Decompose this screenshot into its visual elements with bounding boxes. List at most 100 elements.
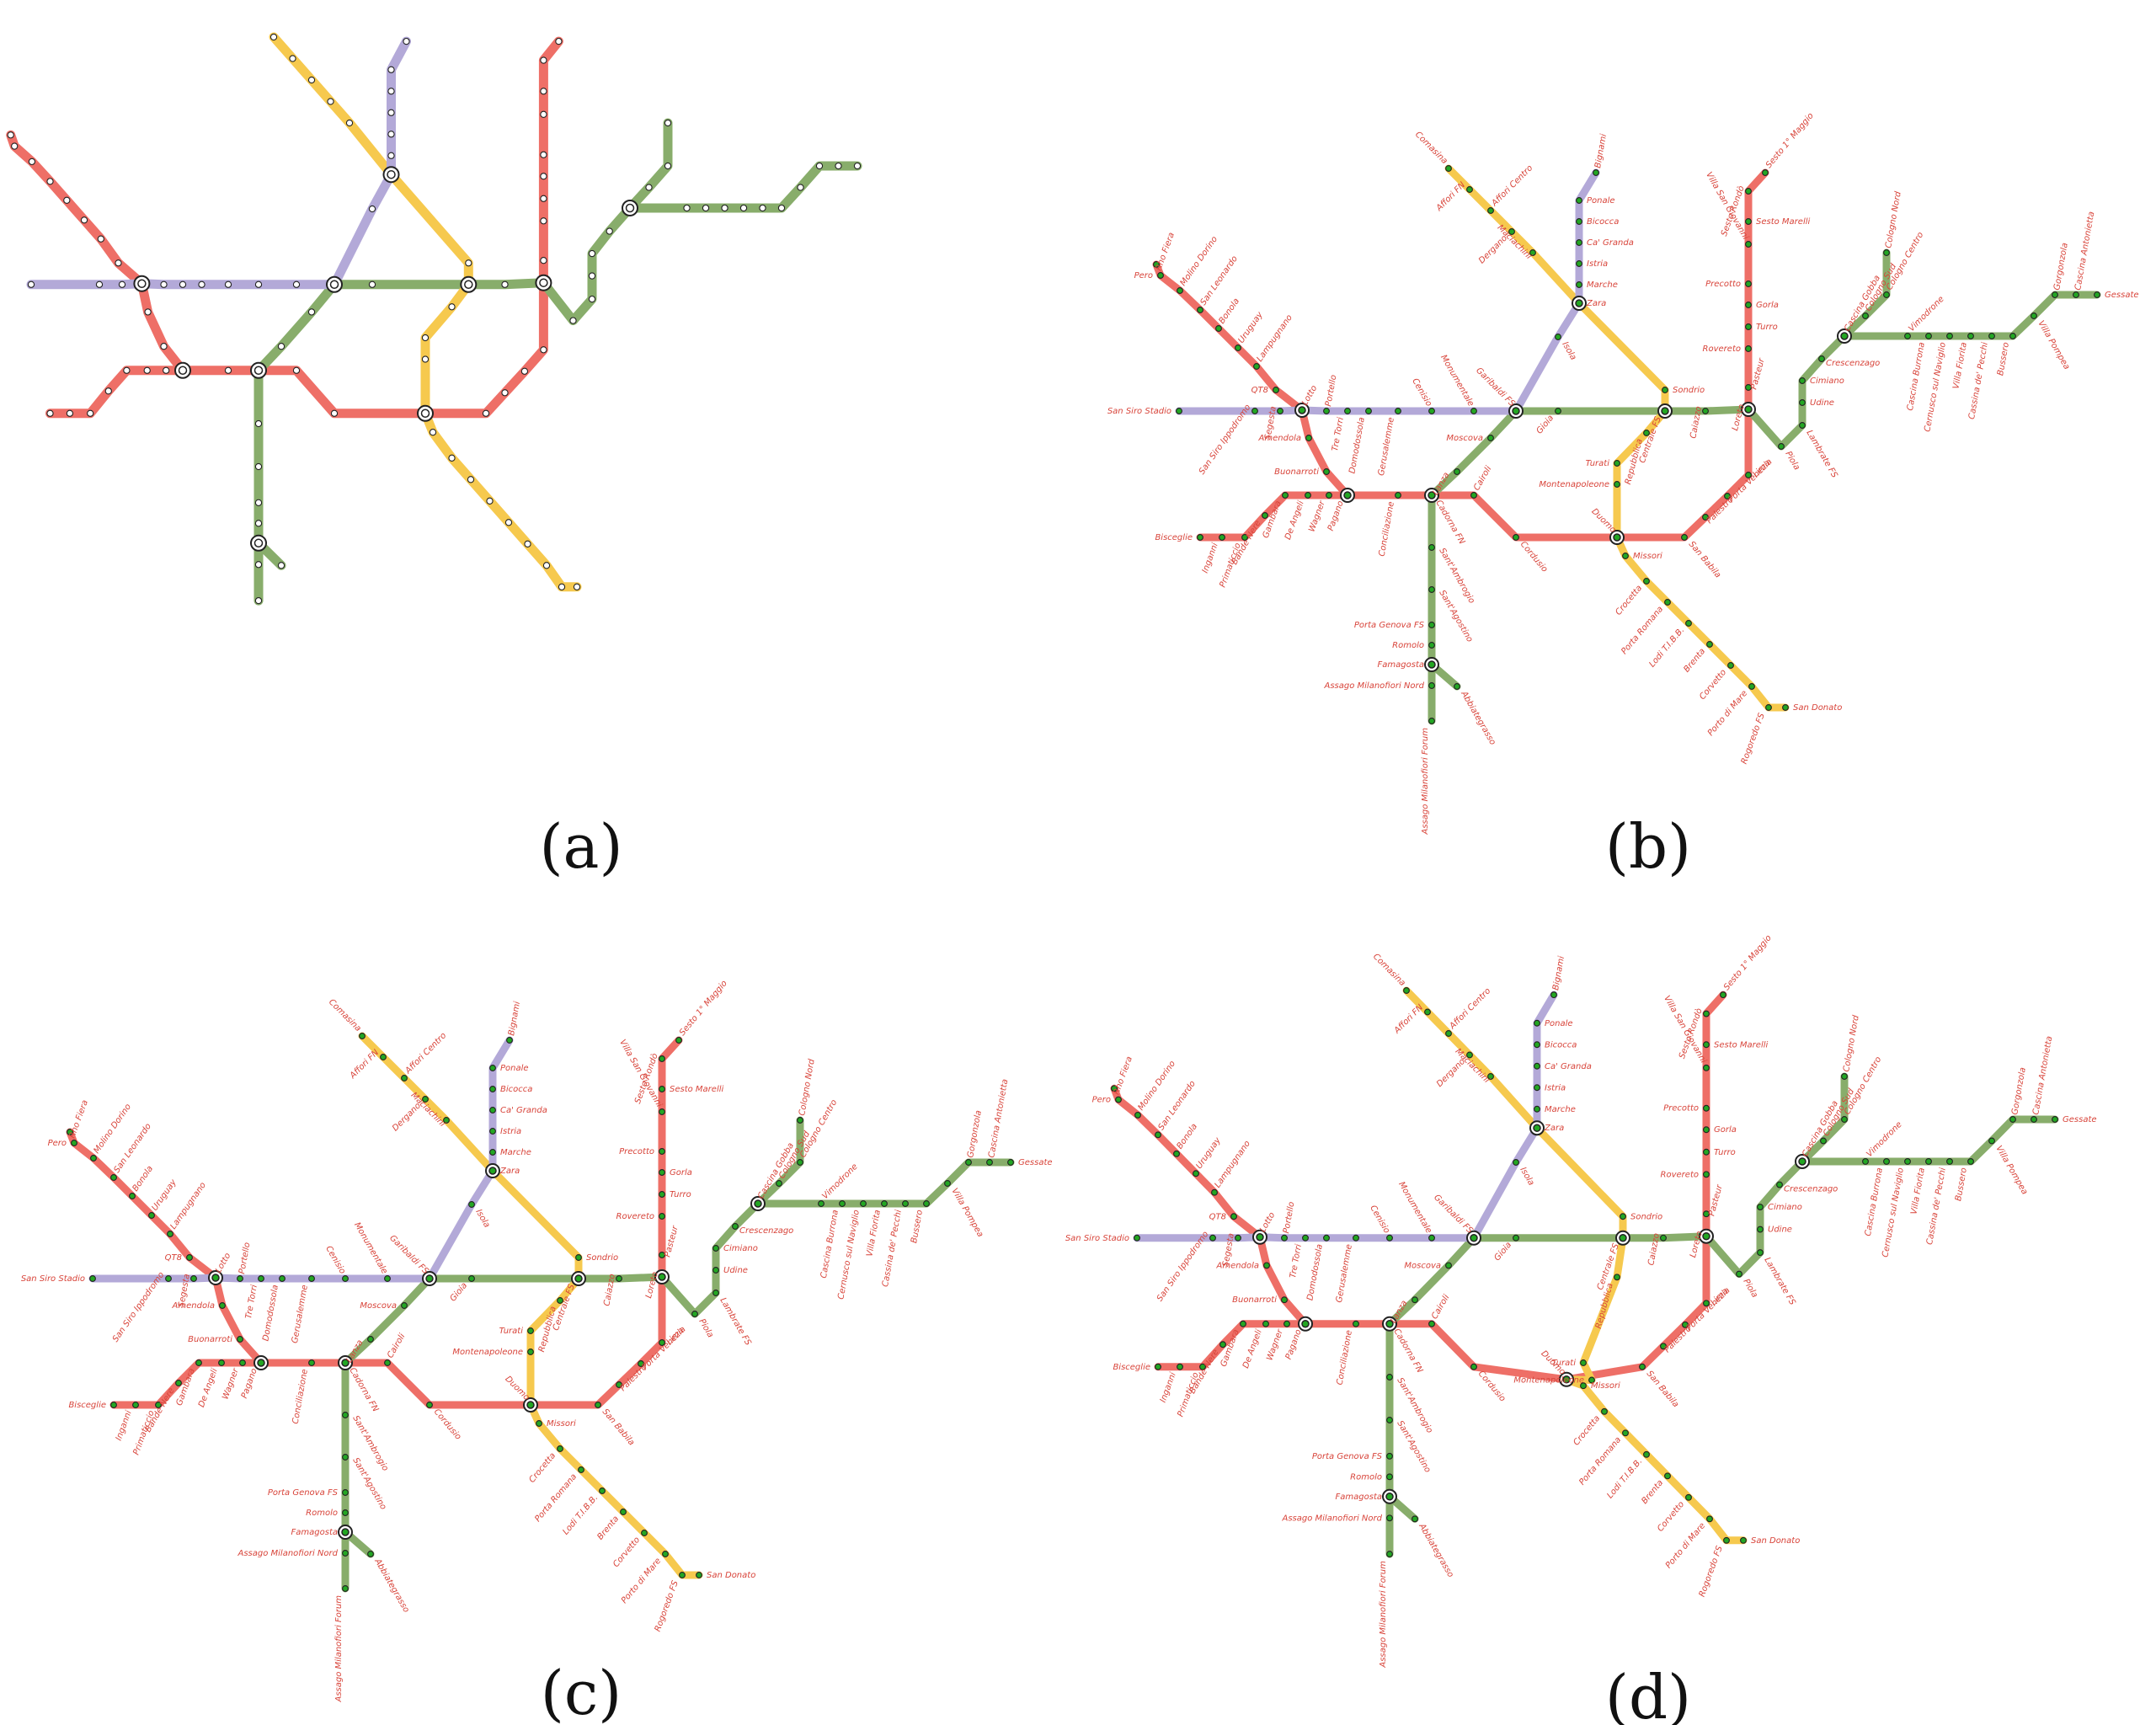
panel-b-station-cologno-sud: [1862, 312, 1869, 319]
panel-d-station-repubblica: [1614, 1274, 1620, 1281]
panel-d-station-caiazzo: [1660, 1234, 1667, 1242]
panel-a-station-lampugnano: [97, 235, 104, 243]
panel-c-station-lampugnano: [167, 1231, 173, 1237]
panel-d-station-cimiano: [1757, 1204, 1764, 1210]
panel-b-label-turati: Turati: [1586, 459, 1610, 468]
panel-b-station-porta-genova-fs: [1428, 622, 1435, 628]
panel-d-label-affori-fn: Affori FN: [1392, 1002, 1426, 1036]
panel-d-station-comasina: [1403, 987, 1410, 994]
panel-b-label-conciliazione: Conciliazione: [1378, 501, 1396, 558]
panel-a-station-bisceglie: [46, 409, 54, 417]
panel-c-station-porto-di-mare: [662, 1551, 669, 1557]
panel-b-station-porta-venezia: [1724, 493, 1731, 499]
panel-a-station-buonarroti: [160, 343, 168, 350]
panel-c-label-lotto: Lotto: [214, 1252, 232, 1275]
panel-a-station-cologno-centro: [664, 162, 672, 170]
panel-d-station-brenta: [1664, 1472, 1671, 1480]
panel-c-station-ca-granda: [489, 1107, 496, 1114]
panel-c-station-comasina: [359, 1033, 366, 1039]
panel-c-label-san-donato: San Donato: [707, 1571, 755, 1580]
panel-d-station-segesta: [1235, 1234, 1241, 1242]
panel-a-line-m3: [269, 32, 582, 592]
panel-b-label-vimodrone: Vimodrone: [1907, 295, 1945, 334]
panel-c-label-ponale: Ponale: [500, 1064, 529, 1073]
panel-b-station-comasina: [1445, 165, 1452, 172]
panel-c-station-missori: [536, 1420, 542, 1427]
panel-d-interchange-core-garibaldi-fs: [1470, 1234, 1478, 1242]
panel-d-station-villa-pompea: [1988, 1137, 1995, 1145]
panel-d-station-gambara: [1240, 1320, 1246, 1327]
panel-b-station-portello: [1323, 408, 1330, 414]
panel-b-station-turro: [1745, 323, 1752, 330]
panel-d-label-cascina-antonietta: Cascina Antonietta: [2031, 1035, 2054, 1115]
panel-d-label-garibaldi-fs: Garibaldi FS: [1432, 1193, 1475, 1236]
panel-d-station-cenisio: [1386, 1234, 1393, 1242]
panel-a-station-porto-di-mare: [542, 562, 551, 569]
panel-a-station-de-angeli: [143, 366, 151, 374]
panel-c-label-pero: Pero: [48, 1139, 67, 1148]
panel-b-interchange-core-pagano: [1343, 491, 1352, 499]
panel-d-label-ca-granda: Ca' Granda: [1545, 1062, 1592, 1071]
panel-c-label-gessate: Gessate: [1018, 1158, 1053, 1167]
panel-b-station-de-angeli: [1305, 492, 1311, 499]
panel-c-label-crescenzago: Crescenzago: [739, 1226, 793, 1236]
panel-c-station-gorgonzola: [965, 1159, 972, 1166]
panel-a-station-gerusalemme: [224, 280, 232, 288]
panel-c-label-assago-milanofiori-forum: Assago Milanofiori Forum: [334, 1595, 344, 1703]
panel-d-station-primaticcio: [1199, 1363, 1206, 1370]
panel-d-interchange-core-cascina-gobba: [1798, 1157, 1806, 1166]
panel-c-station-repubblica: [557, 1297, 563, 1304]
panel-c-station-cernusco-sul-naviglio: [860, 1200, 867, 1207]
panel-a-station-villa-san-giovanni: [540, 110, 547, 118]
panel-b-label-uruguay: Uruguay: [1236, 310, 1265, 345]
panel-c-station-domodossola: [279, 1275, 286, 1282]
panel-a-station-gorgonzola: [815, 162, 824, 170]
panel-c-station-assago-milanofiori-forum: [342, 1585, 349, 1592]
panel-b-interchange-core-zara: [1575, 299, 1583, 307]
panel-b-station-lima: [1745, 472, 1752, 478]
panel-b-label-amendola: Amendola: [1258, 434, 1301, 443]
panel-d-label-ponale: Ponale: [1545, 1019, 1573, 1028]
panel-d-label-lodi-t-i-b-b: Lodi T.I.B.B.: [1605, 1457, 1644, 1501]
panel-a-station-affori-centro: [307, 76, 316, 84]
panel-c-label-isola: Isola: [473, 1208, 491, 1230]
panel-d-station-assago-milanofiori-forum: [1386, 1551, 1393, 1558]
panel-d-label-sesto-1-maggio: Sesto 1° Maggio: [1722, 933, 1774, 992]
panel-b-station-cordusio: [1513, 534, 1519, 541]
panel-c-interchange-core-loreto: [658, 1273, 666, 1281]
panel-a-station-ponale: [387, 66, 395, 73]
panel-c-station-piola: [691, 1311, 698, 1317]
panel-a-station-uruguay: [80, 216, 88, 224]
panel-d-station-dergano: [1466, 1051, 1473, 1059]
panel-d-label-wagner: Wagner: [1265, 1327, 1285, 1362]
panel-c-station-gambara: [195, 1359, 202, 1366]
panel-d-line-m2-west: [1385, 1157, 1806, 1558]
panel-c-interchange-core-centrale-fs: [574, 1274, 583, 1283]
panel-c-label-sesto-marelli: Sesto Marelli: [670, 1085, 724, 1094]
panel-b-station-piola: [1778, 443, 1785, 450]
panel-a-interchange-core-zara: [387, 169, 396, 179]
panel-c-label-turro: Turro: [670, 1190, 691, 1199]
panel-d-label-pero: Pero: [1092, 1096, 1111, 1105]
panel-b-station-villa-pompea: [2031, 312, 2037, 319]
panel-b-station-qt8: [1273, 387, 1279, 393]
panel-d-label-montenapoleone: Montenapoleone: [1513, 1376, 1584, 1386]
panel-a-station-cologno-sud: [645, 184, 653, 191]
panel-a-interchange-core-cascina-gobba: [625, 203, 635, 213]
panel-c-station-caiazzo: [616, 1275, 622, 1282]
panel-a-station-romolo: [254, 520, 263, 527]
panel-c-station-affori-centro: [401, 1075, 408, 1081]
panel-b-station-lodi-t-i-b-b: [1685, 620, 1692, 627]
panel-b-label-porta-romana: Porta Romana: [1620, 605, 1665, 656]
panel-a-station-affori-fn: [289, 55, 296, 62]
panel-c-station-qt8: [186, 1254, 193, 1261]
panel-a-station-qt8: [115, 259, 122, 267]
panel-a-station-assago-milanofiori-forum: [254, 596, 263, 605]
panel-d-station-de-angeli: [1262, 1320, 1269, 1327]
panel-c-station-cairoli: [384, 1359, 391, 1366]
panel-d-label-villa-pompea: Villa Pompea: [1993, 1145, 2029, 1197]
panel-d-station-lampugnano: [1211, 1188, 1218, 1196]
panel-b-label-domodossola: Domodossola: [1348, 417, 1367, 474]
panel-b-station-assago-milanofiori-forum: [1428, 718, 1435, 724]
panel-d-station-palestro: [1660, 1343, 1667, 1350]
